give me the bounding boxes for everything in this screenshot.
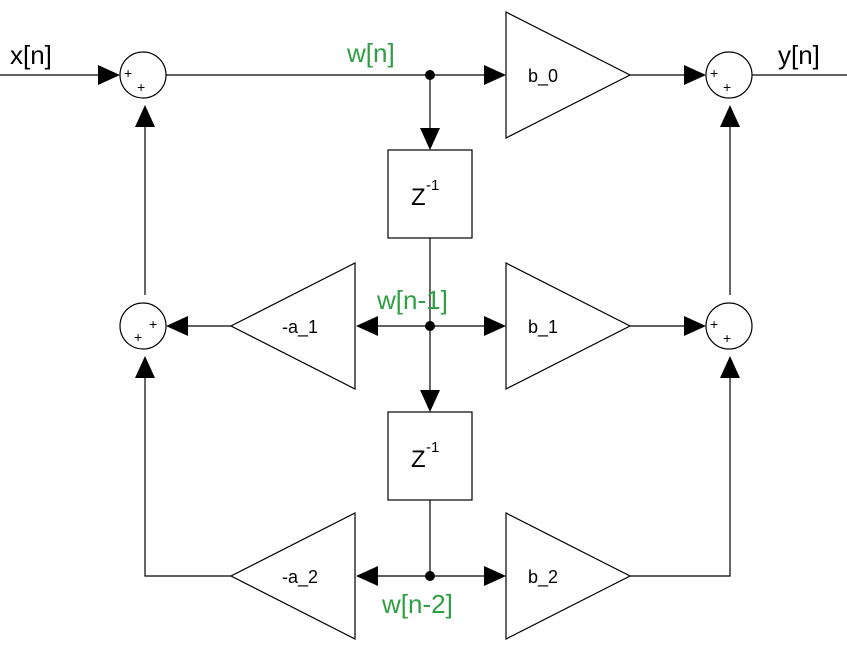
arrow-into-sum1-from-below <box>135 105 155 127</box>
sum-sign-bottom: + <box>723 79 731 95</box>
gain-label-a2: -a_2 <box>282 567 318 588</box>
signal-label-w0: w[n] <box>346 38 395 68</box>
arrow-into-sum-left1 <box>166 316 188 336</box>
output-label: y[n] <box>778 40 820 70</box>
gain-a2: -a_2 <box>229 512 356 640</box>
junction-w1 <box>425 321 435 331</box>
delay-exponent: -1 <box>426 439 439 456</box>
wire-b2-to-sum-out2 <box>630 372 731 577</box>
summing-junction-feedback: + + <box>119 302 167 350</box>
gain-triangle <box>505 512 632 640</box>
sum-sign-right: + <box>149 316 157 332</box>
junction-dots <box>425 70 435 581</box>
wire-a2-to-sum-left1 <box>144 372 231 577</box>
gain-label-b1: b_1 <box>528 317 558 338</box>
gain-triangle <box>229 512 356 640</box>
sum-sign-top: + <box>710 316 718 332</box>
signal-label-w1: w[n-1] <box>376 285 448 315</box>
input-label: x[n] <box>10 40 52 70</box>
junction-w0 <box>425 70 435 80</box>
delay-box <box>387 149 473 239</box>
arrow-into-b1 <box>484 316 506 336</box>
arrow-into-delay1 <box>420 128 440 150</box>
arrow-into-sum-out2 <box>684 316 706 336</box>
junction-w2 <box>425 571 435 581</box>
arrow-into-a2 <box>356 566 378 586</box>
delay-block-2: Z -1 <box>387 411 473 501</box>
sum-sign-bottom: + <box>723 330 731 346</box>
arrow-into-b2 <box>484 566 506 586</box>
gain-triangle <box>505 262 632 390</box>
arrowheads <box>98 65 740 586</box>
delay-block-1: Z -1 <box>387 149 473 239</box>
gain-triangle <box>505 11 632 139</box>
gain-triangle <box>229 262 356 390</box>
sum-circle <box>119 302 167 350</box>
gain-a1: -a_1 <box>229 262 356 390</box>
signal-label-w2: w[n-2] <box>381 589 453 619</box>
sum-circle <box>705 302 753 350</box>
gain-label-b2: b_2 <box>528 567 558 588</box>
gain-b0: b_0 <box>505 11 632 139</box>
sum-circle <box>705 51 753 99</box>
sum-sign-top: + <box>124 65 132 81</box>
gain-label-a1: -a_1 <box>282 317 318 338</box>
summing-junction-output: + + <box>705 51 753 99</box>
arrow-into-delay2 <box>420 390 440 412</box>
arrow-into-b0 <box>484 65 506 85</box>
summing-junction-input: + + <box>119 51 167 99</box>
gain-b1: b_1 <box>505 262 632 390</box>
sum-sign-bottom: + <box>134 329 142 345</box>
gain-label-b0: b_0 <box>528 66 558 87</box>
sum-circle <box>119 51 167 99</box>
arrow-into-a1 <box>356 316 378 336</box>
signal-wires <box>0 74 847 577</box>
sum-sign-bottom: + <box>137 79 145 95</box>
summing-junction-feedforward: + + <box>705 302 753 350</box>
arrow-into-sum-out1-from-below <box>720 105 740 127</box>
delay-box <box>387 411 473 501</box>
arrow-into-sum1 <box>98 65 120 85</box>
gain-b2: b_2 <box>505 512 632 640</box>
arrow-into-sum-out1 <box>684 65 706 85</box>
delay-exponent: -1 <box>426 177 439 194</box>
delay-symbol: Z <box>411 184 426 211</box>
delay-symbol: Z <box>411 446 426 473</box>
sum-sign-top: + <box>710 65 718 81</box>
arrow-into-sum-out2-from-below <box>720 356 740 378</box>
arrow-into-sum-left1-from-below <box>135 356 155 378</box>
